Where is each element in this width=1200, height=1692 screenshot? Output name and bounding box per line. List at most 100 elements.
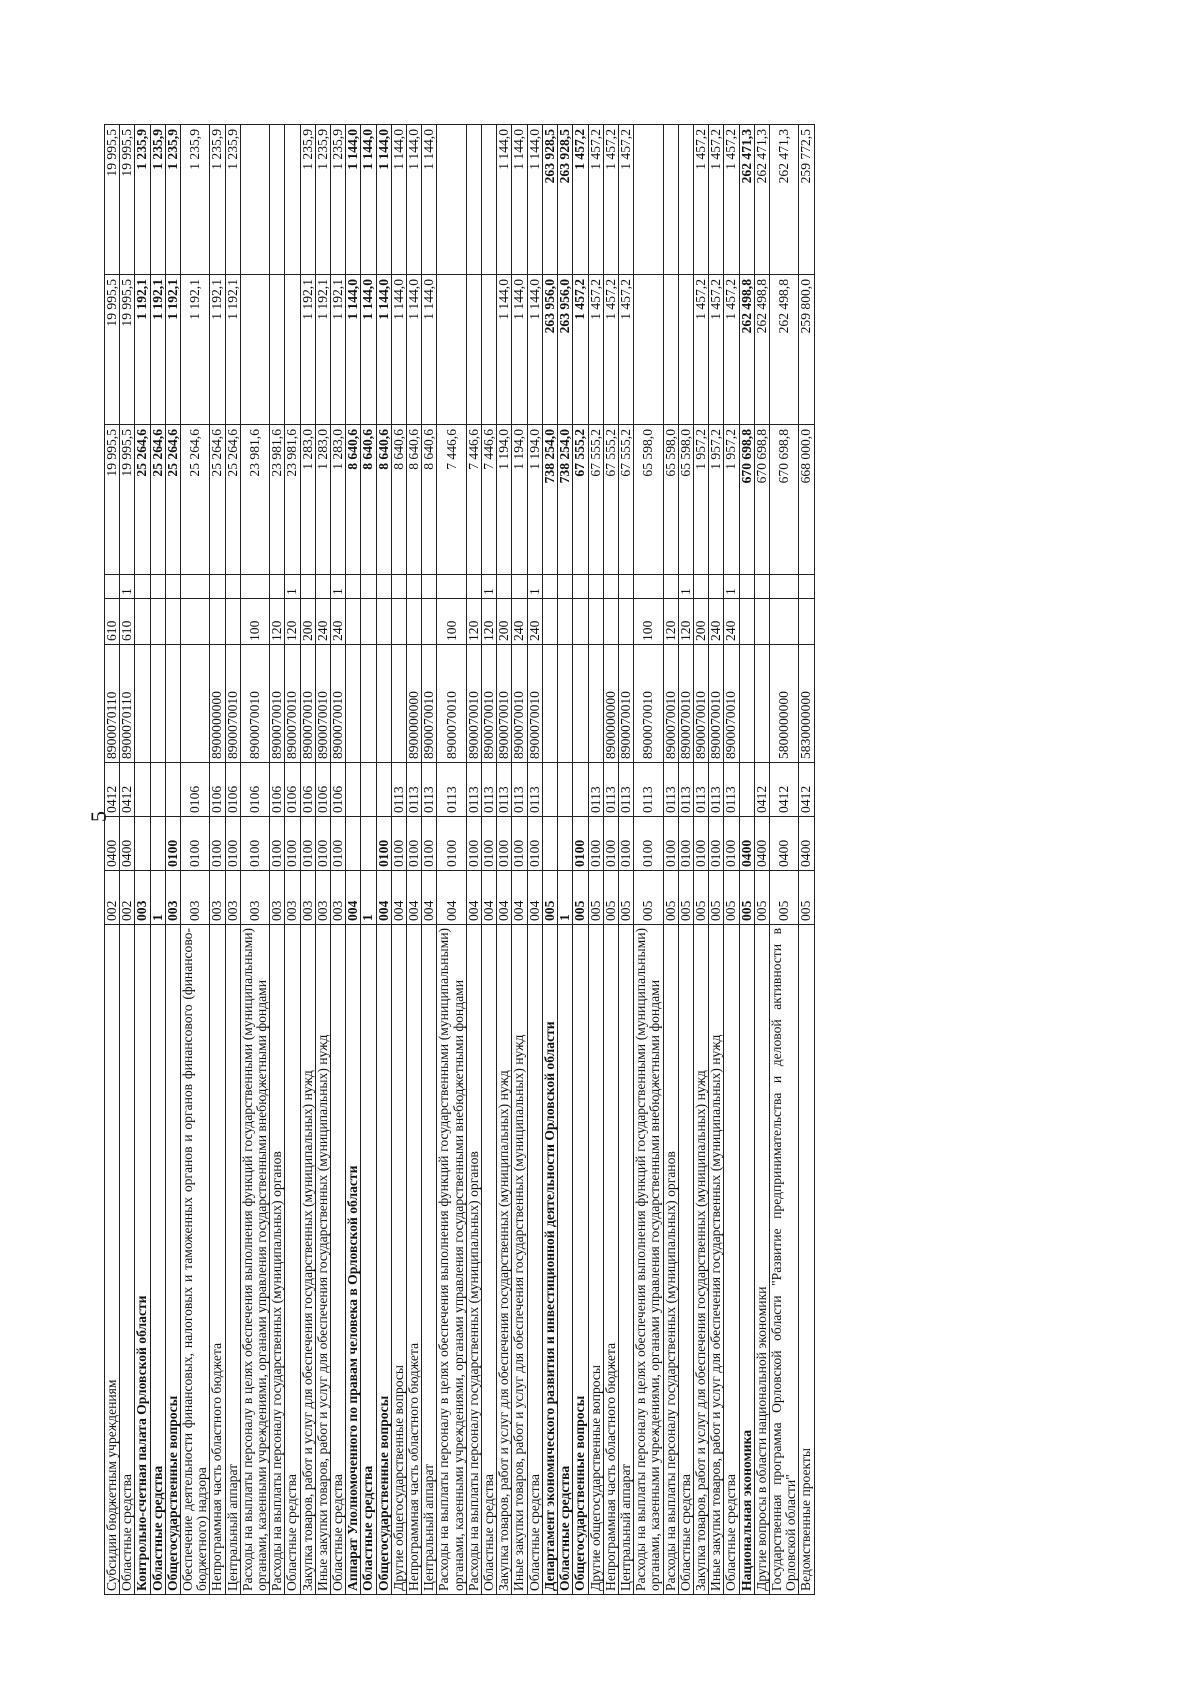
cell-sum1: 7 446,6: [481, 424, 497, 575]
cell-sum2: [633, 274, 664, 425]
cell-sum3: 1 235,9: [225, 124, 241, 275]
cell-expense-type: 100: [240, 598, 270, 645]
cell-name: Другие общегосударственные вопросы: [588, 924, 604, 1595]
cell-subsection: [542, 762, 558, 817]
cell-name: Иные закупки товаров, работ и услуг для …: [315, 924, 331, 1595]
cell-subsection: [165, 762, 181, 817]
cell-ministry: 005: [633, 870, 664, 925]
cell-section: [557, 816, 573, 871]
cell-target-article: 8900070010: [511, 644, 528, 763]
cell-name: Общегосударственные вопросы: [165, 924, 181, 1595]
table-row: Расходы на выплаты персоналу государстве…: [663, 124, 679, 1595]
cell-flag: [421, 574, 437, 599]
cell-sum3: 1 457,2: [588, 124, 604, 275]
cell-sum1: 1 957,2: [723, 424, 740, 575]
cell-sum1: 7 446,6: [436, 424, 467, 575]
cell-name: Общегосударственные вопросы: [572, 924, 588, 1595]
cell-ministry: 002: [119, 870, 135, 925]
cell-sum2: 1 144,0: [421, 274, 437, 425]
cell-flag: [542, 574, 558, 599]
cell-sum1: 19 995,5: [119, 424, 135, 575]
cell-ministry: 003: [134, 870, 151, 925]
cell-sum1: 25 264,6: [225, 424, 241, 575]
cell-flag: [466, 574, 482, 599]
cell-ministry: 005: [798, 870, 815, 925]
cell-sum3: 259 772,5: [798, 124, 815, 275]
cell-ministry: 005: [603, 870, 619, 925]
cell-name: Расходы на выплаты персоналу государстве…: [466, 924, 482, 1595]
cell-expense-type: [769, 598, 799, 645]
cell-target-article: 8900070010: [240, 644, 270, 763]
cell-flag: [708, 574, 724, 599]
cell-flag: [663, 574, 679, 599]
cell-sum1: 738 254,0: [542, 424, 558, 575]
cell-sum1: 1 283,0: [300, 424, 316, 575]
cell-section: [134, 816, 151, 871]
cell-sum3: 1 457,2: [723, 124, 740, 275]
cell-subsection: 0106: [315, 762, 331, 817]
cell-flag: [618, 574, 634, 599]
cell-sum2: 1 457,2: [708, 274, 724, 425]
cell-flag: [739, 574, 755, 599]
cell-sum2: [436, 274, 467, 425]
cell-section: 0100: [527, 816, 543, 871]
cell-sum2: 1 192,1: [150, 274, 166, 425]
cell-sum2: 1 192,1: [134, 274, 151, 425]
cell-sum2: [663, 274, 679, 425]
cell-ministry: 1: [360, 870, 377, 925]
cell-sum3: 262 471,3: [739, 124, 755, 275]
cell-section: [542, 816, 558, 871]
cell-ministry: 005: [769, 870, 799, 925]
cell-flag: [360, 574, 377, 599]
cell-sum1: 25 264,6: [180, 424, 210, 575]
cell-section: 0400: [769, 816, 799, 871]
cell-sum3: 1 144,0: [511, 124, 528, 275]
cell-subsection: 0113: [603, 762, 619, 817]
cell-ministry: 1: [557, 870, 573, 925]
cell-target-article: [588, 644, 604, 763]
cell-subsection: 0113: [406, 762, 422, 817]
cell-sum2: 19 995,5: [104, 274, 120, 425]
cell-section: 0100: [572, 816, 588, 871]
cell-sum3: 1 457,2: [572, 124, 588, 275]
cell-sum3: 263 928,5: [557, 124, 573, 275]
cell-section: [345, 816, 361, 871]
cell-target-article: 8900070110: [119, 644, 135, 763]
cell-expense-type: 610: [104, 598, 120, 645]
table-row: Расходы на выплаты персоналу государстве…: [466, 124, 482, 1595]
cell-name: Областные средства: [330, 924, 346, 1595]
cell-target-article: [180, 644, 210, 763]
table-row: Иные закупки товаров, работ и услуг для …: [315, 124, 331, 1595]
cell-sum1: 8 640,6: [406, 424, 422, 575]
cell-ministry: 005: [739, 870, 755, 925]
cell-sum2: 262 498,8: [754, 274, 770, 425]
cell-sum2: 1 457,2: [588, 274, 604, 425]
cell-target-article: [391, 644, 407, 763]
cell-sum3: [269, 124, 285, 275]
cell-name: Расходы на выплаты персоналу в целях обе…: [240, 924, 270, 1595]
cell-flag: [572, 574, 588, 599]
cell-sum2: 1 144,0: [360, 274, 377, 425]
cell-sum1: 8 640,6: [360, 424, 377, 575]
cell-subsection: 0412: [769, 762, 799, 817]
cell-sum3: 1 457,2: [618, 124, 634, 275]
cell-section: 0100: [240, 816, 270, 871]
cell-name: Непрограммная часть областного бюджета: [603, 924, 619, 1595]
cell-expense-type: [588, 598, 604, 645]
cell-name: Контрольно-счетная палата Орловской обла…: [134, 924, 151, 1595]
table-row: Расходы на выплаты персоналу государстве…: [269, 124, 285, 1595]
cell-target-article: 8900070010: [678, 644, 694, 763]
cell-name: Непрограммная часть областного бюджета: [209, 924, 226, 1595]
cell-flag: [165, 574, 181, 599]
cell-expense-type: [360, 598, 377, 645]
cell-ministry: 003: [300, 870, 316, 925]
cell-flag: [754, 574, 770, 599]
cell-sum3: 1 144,0: [421, 124, 437, 275]
cell-sum1: 19 995,5: [104, 424, 120, 575]
cell-section: 0100: [693, 816, 709, 871]
